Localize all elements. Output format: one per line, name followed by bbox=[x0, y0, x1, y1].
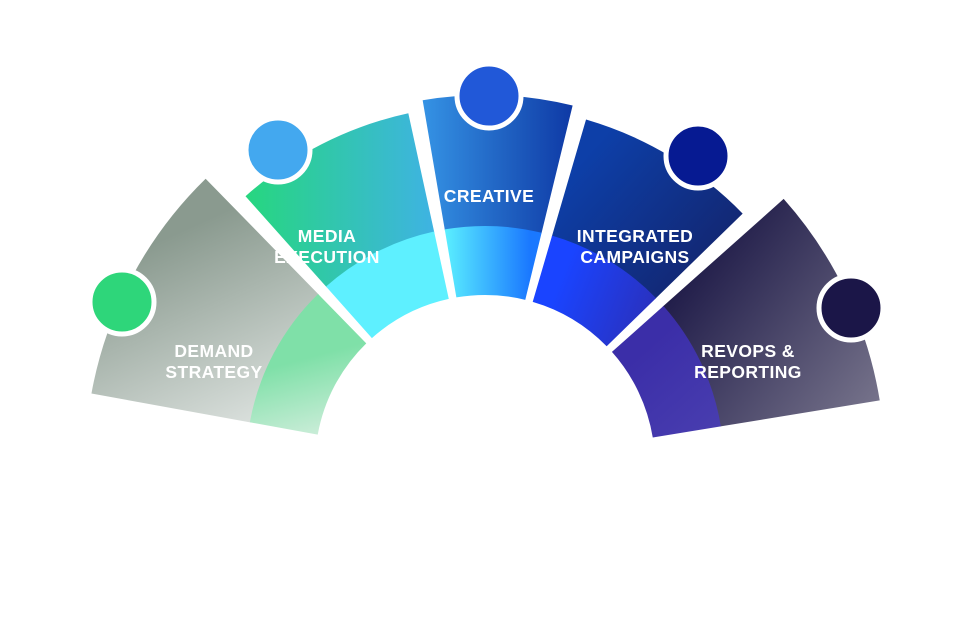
segment-label-line: REVOPS & bbox=[701, 341, 795, 361]
segment-label-line: EXECUTION bbox=[274, 247, 380, 267]
segment-outer-demand-strategy bbox=[91, 178, 319, 423]
segment-outer-media-execution bbox=[245, 113, 435, 288]
node-circle-revops-reporting bbox=[816, 273, 886, 343]
segment-label-line: MEDIA bbox=[298, 226, 356, 246]
segment-label-line: CAMPAIGNS bbox=[580, 247, 689, 267]
segment-label-line: CREATIVE bbox=[444, 186, 534, 206]
segment-inner-band-revops-reporting bbox=[611, 306, 721, 438]
node-circle-demand-strategy bbox=[87, 267, 157, 337]
segment-label-line: INTEGRATED bbox=[577, 226, 693, 246]
segment-outer-revops-reporting bbox=[662, 198, 880, 427]
node-circle-creative bbox=[454, 61, 524, 131]
segment-outer-integrated-campaigns bbox=[551, 119, 743, 299]
segment-outer-creative bbox=[422, 95, 573, 234]
node-circle-media-execution bbox=[243, 115, 313, 185]
segment-revops-reporting: REVOPS &REPORTING bbox=[611, 198, 880, 438]
segment-inner-band-demand-strategy bbox=[249, 293, 367, 435]
segment-inner-band-creative bbox=[444, 226, 542, 300]
segment-inner-band-integrated-campaigns bbox=[532, 235, 657, 347]
segment-label-line: REPORTING bbox=[694, 362, 802, 382]
segment-label-line: DEMAND bbox=[174, 341, 253, 361]
node-circle-integrated-campaigns bbox=[663, 121, 733, 191]
nodes-layer bbox=[87, 61, 886, 343]
segment-label-line: STRATEGY bbox=[165, 362, 262, 382]
segment-label-creative: CREATIVE bbox=[444, 186, 534, 206]
segment-label-revops-reporting: REVOPS &REPORTING bbox=[694, 341, 802, 382]
segment-creative: CREATIVE bbox=[422, 95, 573, 300]
segment-inner-band-media-execution bbox=[326, 231, 449, 339]
